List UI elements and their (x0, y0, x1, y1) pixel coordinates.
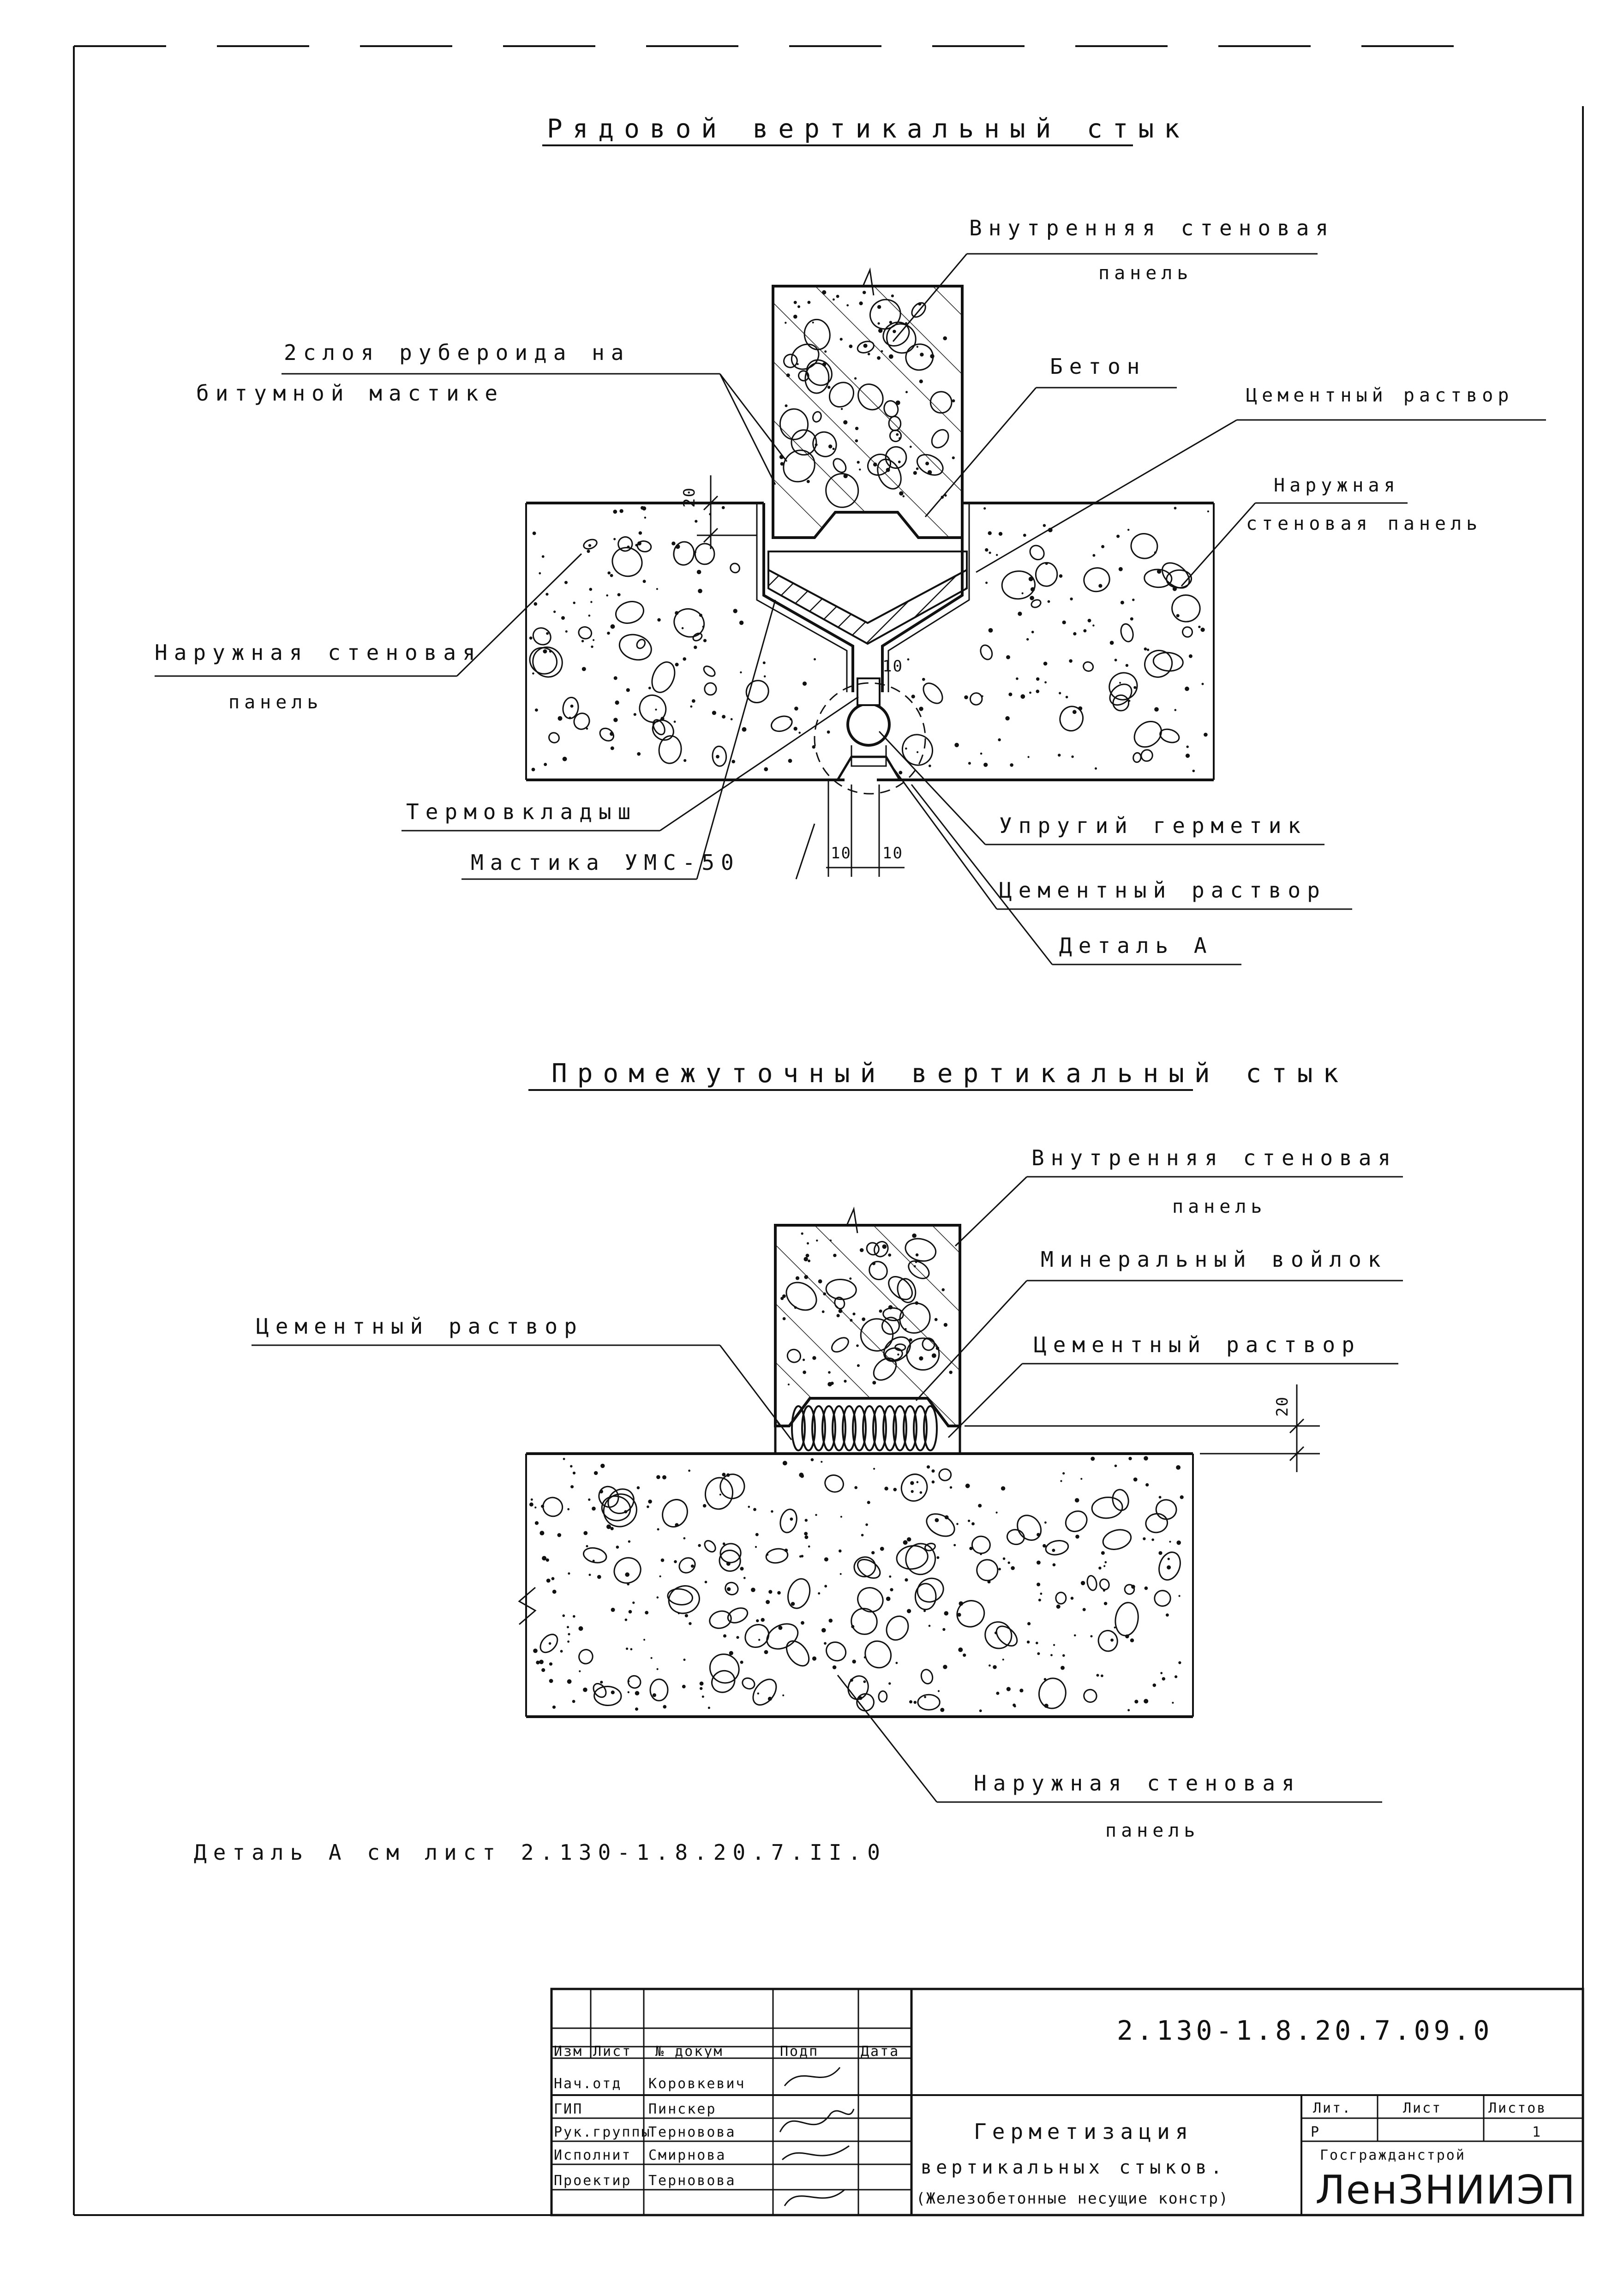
dim-10-gap: 10 (882, 657, 903, 676)
org-name: ЛенЗНИИЭП (1315, 2167, 1576, 2213)
label-mastic: Мастика УМС-50 (471, 850, 740, 875)
title-top: Рядовой вертикальный стык (547, 114, 1190, 144)
label-ruberoid-2: битумной мастике (196, 381, 504, 406)
title-block (550, 1988, 1584, 2216)
leaders-bottom (252, 1176, 1403, 1803)
dim-10-right: 10 (882, 844, 903, 862)
dim-20-top: 20 (680, 487, 699, 508)
doc-code: 2.130-1.8.20.7.09.0 (1117, 2015, 1493, 2046)
hdr-podp: Подп (780, 2043, 819, 2060)
org-top: Госгражданстрой (1320, 2147, 1466, 2163)
title-block-text: 2.130-1.8.20.7.09.0 Изм Лист № докум Под… (554, 2015, 1576, 2213)
label-outer-left-1: Наружная стеновая (155, 640, 482, 665)
name-2: Терновова (648, 2124, 736, 2140)
label-outer-right-1: Наружная (1274, 475, 1400, 496)
label-inner-panel-b2: панель (1172, 1196, 1267, 1217)
dimensions-top (697, 475, 905, 877)
label-concrete: Бетон (1050, 354, 1146, 379)
mineral-felt (791, 1405, 938, 1451)
label-outer-right-2: стеновая панель (1246, 513, 1482, 534)
label-inner-panel-1: Внутренняя стеновая (969, 216, 1335, 240)
hdr-list: Лист (593, 2043, 632, 2060)
doc-title-2: вертикальных стыков. (921, 2157, 1226, 2178)
label-thermal-insert: Термовкладыш (406, 799, 637, 824)
label-cement-right: Цементный раствор (1034, 1332, 1361, 1357)
hdr-data: Дата (861, 2043, 899, 2060)
role-4: Проектир (554, 2173, 632, 2189)
sealant-cord (846, 702, 891, 747)
detail-a-callout (814, 682, 926, 795)
title-bottom: Промежуточный вертикальный стык (551, 1059, 1348, 1089)
sheet-value: 1 (1532, 2124, 1542, 2140)
doc-title-3: (Железобетонные несущие констр) (916, 2189, 1229, 2207)
role-2: Рук.группы (554, 2124, 651, 2140)
stage-label: Лит. (1313, 2100, 1352, 2116)
label-cement-2: Цементный раствор (999, 878, 1326, 903)
label-cement-left: Цементный раствор (256, 1314, 583, 1339)
label-ruberoid-1: 2слоя рубероида на (284, 340, 630, 365)
label-mineral-felt: Минеральный войлок (1041, 1247, 1387, 1272)
name-3: Смирнова (648, 2147, 726, 2163)
name-1: Пинскер (648, 2101, 716, 2117)
name-4: Терновова (648, 2173, 736, 2189)
label-cement-1: Цементный раствор (1246, 385, 1513, 406)
label-detail-a: Деталь А (1059, 933, 1213, 958)
dim-20-bottom: 20 (1273, 1396, 1292, 1417)
dimensions-bottom (965, 1384, 1320, 1472)
label-sealant: Упругий герметик (999, 813, 1307, 838)
dim-10-left: 10 (831, 844, 851, 862)
doc-title-1: Герметизация (974, 2119, 1193, 2144)
leaders-top (155, 253, 1546, 965)
sheet-label: Лист (1403, 2100, 1442, 2116)
hdr-izm: Изм (554, 2043, 583, 2060)
label-inner-panel-b1: Внутренняя стеновая (1031, 1145, 1397, 1170)
sheets-label: Листов (1488, 2100, 1546, 2116)
concrete-aggregate-bottom (529, 1456, 1184, 1713)
label-outer-left-2: панель (228, 692, 323, 713)
label-outer-panel-b2: панель (1105, 1820, 1200, 1841)
stage-value: Р (1311, 2124, 1320, 2140)
outer-panel-bottom (526, 1454, 1193, 1717)
role-1: ГИП (554, 2101, 583, 2117)
hdr-ndoc: № докум (655, 2043, 723, 2060)
label-outer-panel-b1: Наружная стеновая (974, 1771, 1301, 1796)
thermal-insert (857, 677, 881, 706)
signatures (779, 2067, 855, 2206)
inner-panel-aggregate-top (779, 290, 955, 508)
name-0: Коровкевич (648, 2076, 746, 2092)
section-top: Рядовой вертикальный стык (155, 114, 1546, 965)
outer-panel-left (525, 502, 851, 781)
detail-note: Деталь А см лист 2.130-1.8.20.7.II.0 (194, 1840, 887, 1865)
inner-panel-bottom (774, 1224, 961, 1427)
section-bottom: Промежуточный вертикальный стык 20 (252, 1059, 1403, 1841)
inner-panel-aggregate-bottom (780, 1232, 953, 1387)
label-inner-panel-2: панель (1098, 263, 1193, 284)
ruberoid-layer (762, 503, 964, 692)
role-0: Нач.отд (554, 2076, 622, 2092)
role-3: Исполнит (554, 2147, 632, 2163)
